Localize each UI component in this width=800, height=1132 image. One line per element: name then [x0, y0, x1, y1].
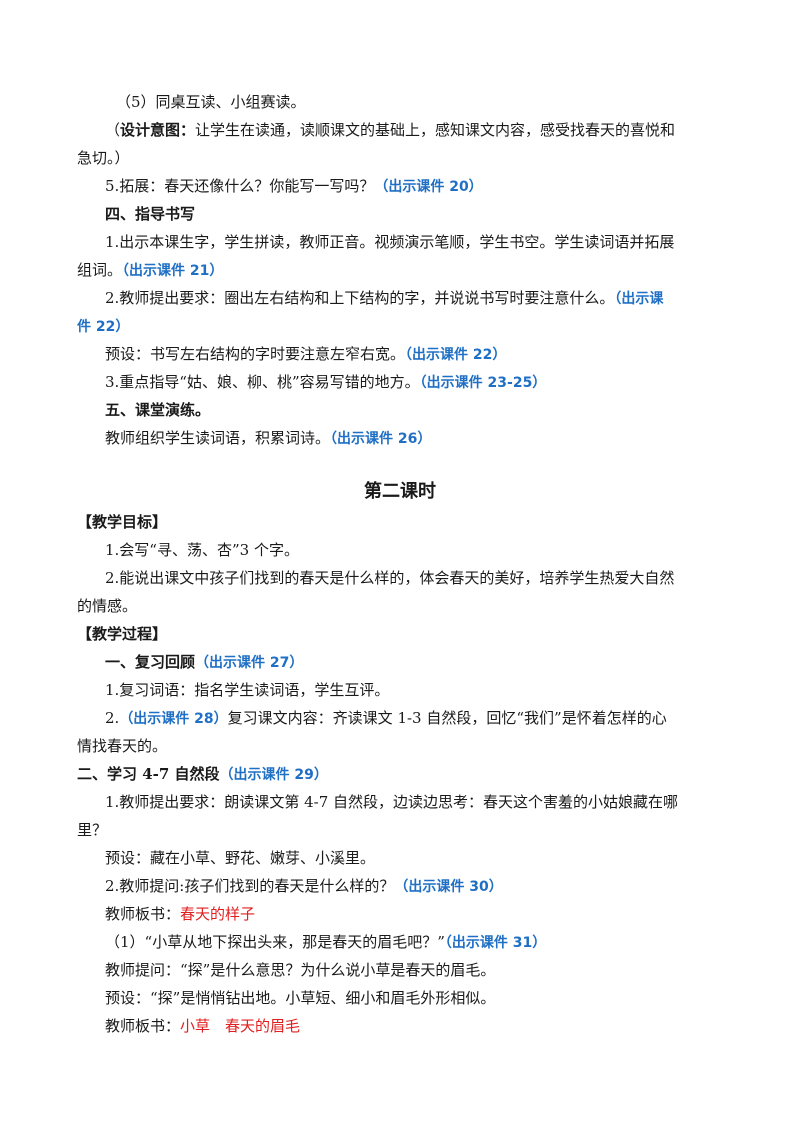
text-line: （设计意图：让学生在读通，读顺课文的基础上，感知课文内容，感受找春天的喜悦和 [105, 120, 675, 140]
text: 教师组织学生读词语，积累词诗。 [105, 429, 331, 447]
courseware-reference: （出示课件 20） [374, 179, 483, 195]
text: 预设：藏在小草、野花、嫩芽、小溪里。 [105, 849, 376, 867]
text-line: 教师提问：“探”是什么意思？为什么说小草是春天的眉毛。 [105, 960, 495, 980]
text: 预设：书写左右结构的字时要注意左窄右宽。 [105, 345, 406, 363]
text-line: 里？ [77, 820, 107, 840]
text-line: 3.重点指导“姑、娘、柳、桃”容易写错的地方。（出示课件 23-25） [105, 372, 546, 393]
text: 2.教师提问:孩子们找到的春天是什么样的？ [105, 877, 395, 895]
courseware-reference: （出示课件 23-25） [419, 375, 547, 391]
courseware-reference: （出示课件 27） [195, 655, 304, 671]
text-line: 预设：藏在小草、野花、嫩芽、小溪里。 [105, 848, 375, 868]
section-heading: 【教学目标】 [77, 512, 167, 532]
text: 四、指导书写 [105, 205, 196, 223]
text: 组词。 [77, 261, 123, 279]
text-line: 件 22） [77, 316, 129, 337]
text: （ [105, 121, 121, 139]
text-line: 1.出示本课生字，学生拼读，教师正音。视频演示笔顺，学生书空。学生读词语并拓展 [105, 232, 674, 252]
text: （5）同桌互读、小组赛读。 [116, 93, 306, 111]
section-heading: 四、指导书写 [105, 204, 195, 224]
courseware-reference: （出示课件 21） [122, 263, 224, 279]
text: 【教学过程】 [77, 625, 168, 643]
text: 第二课时 [364, 481, 436, 502]
text-line: 教师板书：春天的样子 [105, 904, 255, 924]
section-heading: 一、复习回顾（出示课件 27） [105, 652, 303, 673]
design-intent-label: 设计意图： [120, 121, 196, 139]
text: 5.拓展：春天还像什么？你能写一写吗？ [105, 177, 375, 195]
text: 一、复习回顾 [105, 653, 196, 671]
text: 教师提问：“探”是什么意思？为什么说小草是春天的眉毛。 [105, 961, 496, 979]
text: 2.教师提出要求：圈出左右结构和上下结构的字，并说说书写时要注意什么。 [105, 289, 615, 307]
section-heading: 二、学习 4-7 自然段（出示课件 29） [77, 764, 328, 785]
text-line: 1.会写“寻、荡、杏”3 个字。 [105, 540, 299, 560]
text: 教师板书： [105, 905, 181, 923]
text-line: 教师组织学生读词语，积累词诗。（出示课件 26） [105, 428, 431, 449]
text: 预设：“探”是悄悄钻出地。小草短、细小和眉毛外形相似。 [105, 989, 496, 1007]
text: 1.教师提出要求：朗读课文第 4-7 自然段，边读边思考：春天这个害羞的小姑娘藏… [105, 793, 679, 811]
text: 教师板书： [105, 1017, 181, 1035]
courseware-reference: （出示课件 22） [405, 347, 507, 363]
text: 的情感。 [77, 597, 138, 615]
text-line: 预设：书写左右结构的字时要注意左窄右宽。（出示课件 22） [105, 344, 506, 365]
text-line: 2.教师提出要求：圈出左右结构和上下结构的字，并说说书写时要注意什么。（出示课 [105, 288, 663, 309]
text-line: 情找春天的。 [77, 736, 167, 756]
text: 情找春天的。 [77, 737, 168, 755]
board-writing: 小草 春天的眉毛 [180, 1017, 301, 1035]
courseware-reference: （出示课件 31） [444, 935, 547, 951]
text-line: 5.拓展：春天还像什么？你能写一写吗？（出示课件 20） [105, 176, 483, 197]
text: （1）“小草从地下探出头来，那是春天的眉毛吧？” [105, 933, 445, 951]
text-line: 组词。（出示课件 21） [77, 260, 223, 281]
section-heading: 【教学过程】 [77, 624, 167, 644]
text: 五、课堂演练。 [105, 401, 211, 419]
board-writing: 春天的样子 [180, 905, 256, 923]
text-line: 2.教师提问:孩子们找到的春天是什么样的？（出示课件 30） [105, 876, 503, 897]
text: 2.能说出课文中孩子们找到的春天是什么样的，体会春天的美好，培养学生热爱大自然 [105, 569, 675, 587]
text-line: 预设：“探”是悄悄钻出地。小草短、细小和眉毛外形相似。 [105, 988, 495, 1008]
text: 1.复习词语：指名学生读词语，学生互评。 [105, 681, 390, 699]
text-line: （5）同桌互读、小组赛读。 [116, 92, 306, 112]
courseware-reference: （出示课件 29） [219, 767, 328, 783]
text: 复习课文内容：齐读课文 1-3 自然段，回忆“我们”是怀着怎样的心 [227, 709, 667, 727]
text: 3.重点指导“姑、娘、柳、桃”容易写错的地方。 [105, 373, 420, 391]
courseware-reference: （出示课 [614, 291, 664, 307]
section-heading: 五、课堂演练。 [105, 400, 210, 420]
text: 1.出示本课生字，学生拼读，教师正音。视频演示笔顺，学生书空。学生读词语并拓展 [105, 233, 675, 251]
text-line: （1）“小草从地下探出头来，那是春天的眉毛吧？”（出示课件 31） [105, 932, 546, 953]
courseware-reference: （出示课件 30） [394, 879, 503, 895]
text-line: 的情感。 [77, 596, 137, 616]
text: 二、学习 4-7 自然段 [77, 765, 220, 783]
text-line: 2.（出示课件 28）复习课文内容：齐读课文 1-3 自然段，回忆“我们”是怀着… [105, 708, 667, 729]
text-line: 2.能说出课文中孩子们找到的春天是什么样的，体会春天的美好，培养学生热爱大自然 [105, 568, 674, 588]
courseware-reference: 件 22） [77, 319, 130, 335]
text: 让学生在读通，读顺课文的基础上，感知课文内容，感受找春天的喜悦和 [195, 121, 676, 139]
text-line: 1.教师提出要求：朗读课文第 4-7 自然段，边读边思考：春天这个害羞的小姑娘藏… [105, 792, 678, 812]
lesson-title: 第二课时 [0, 482, 800, 502]
text: 2. [105, 709, 120, 727]
courseware-reference: （出示课件 28） [119, 711, 228, 727]
courseware-reference: （出示课件 26） [330, 431, 432, 447]
text-line: 1.复习词语：指名学生读词语，学生互评。 [105, 680, 389, 700]
text-line: 教师板书：小草 春天的眉毛 [105, 1016, 300, 1036]
text: 急切。） [77, 149, 130, 167]
text: 里？ [77, 821, 108, 839]
text: 1.会写“寻、荡、杏”3 个字。 [105, 541, 299, 559]
text: 【教学目标】 [77, 513, 168, 531]
text-line: 急切。） [77, 148, 130, 168]
